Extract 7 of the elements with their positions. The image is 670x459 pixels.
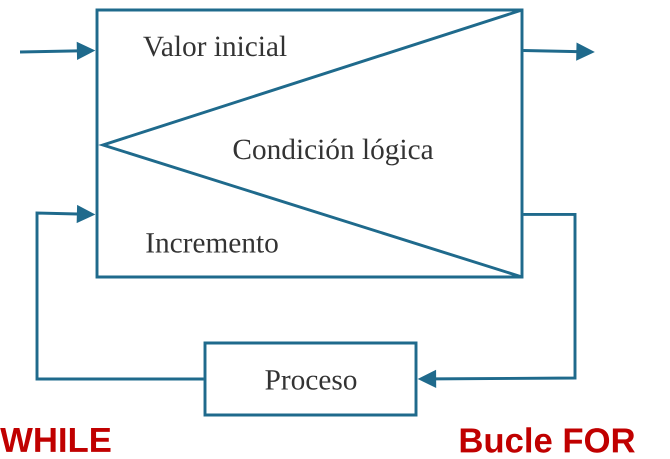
node-text: Incremento bbox=[146, 233, 278, 253]
arrow bbox=[36, 204, 204, 380]
loop-label: Bucle FOR bbox=[460, 427, 635, 453]
node-text: Condición lógica bbox=[234, 138, 434, 166]
node-text: Proceso bbox=[265, 370, 356, 390]
loop-label: WHILE bbox=[0, 428, 110, 452]
node-text: Valor inicial bbox=[143, 36, 287, 56]
